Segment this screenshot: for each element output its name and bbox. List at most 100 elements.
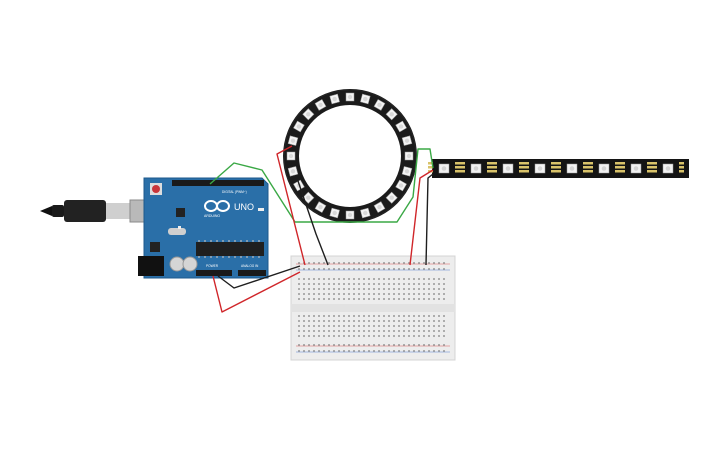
breadboard-hole[interactable] (398, 268, 400, 270)
wire-red-arduino-5v[interactable] (212, 271, 301, 313)
breadboard-hole[interactable] (408, 278, 410, 280)
breadboard-hole[interactable] (368, 335, 370, 337)
ring-led[interactable] (302, 191, 315, 204)
breadboard-hole[interactable] (328, 278, 330, 280)
breadboard-hole[interactable] (338, 315, 340, 317)
breadboard-hole[interactable] (338, 298, 340, 300)
arduino-uno-board[interactable]: UNO ARDUINO DIGITAL (PWM~) POWER ANALOG … (138, 177, 269, 279)
breadboard-hole[interactable] (383, 262, 385, 264)
breadboard-hole[interactable] (388, 320, 390, 322)
breadboard-hole[interactable] (428, 268, 430, 270)
breadboard-hole[interactable] (368, 350, 370, 352)
breadboard-hole[interactable] (303, 315, 305, 317)
breadboard-hole[interactable] (408, 325, 410, 327)
breadboard-hole[interactable] (378, 283, 380, 285)
breadboard-hole[interactable] (328, 335, 330, 337)
breadboard-hole[interactable] (443, 350, 445, 352)
breadboard-hole[interactable] (383, 350, 385, 352)
breadboard-hole[interactable] (303, 278, 305, 280)
breadboard-hole[interactable] (313, 350, 315, 352)
breadboard-hole[interactable] (413, 293, 415, 295)
breadboard-hole[interactable] (363, 315, 365, 317)
strip-led[interactable] (460, 162, 492, 174)
breadboard-hole[interactable] (323, 320, 325, 322)
breadboard-hole[interactable] (408, 335, 410, 337)
breadboard-hole[interactable] (318, 335, 320, 337)
breadboard-hole[interactable] (313, 288, 315, 290)
breadboard-hole[interactable] (393, 288, 395, 290)
breadboard-hole[interactable] (373, 283, 375, 285)
breadboard-hole[interactable] (308, 325, 310, 327)
strip-led[interactable] (556, 162, 588, 174)
breadboard-hole[interactable] (358, 262, 360, 264)
breadboard-hole[interactable] (328, 350, 330, 352)
breadboard-hole[interactable] (338, 293, 340, 295)
breadboard-hole[interactable] (353, 325, 355, 327)
breadboard-hole[interactable] (318, 325, 320, 327)
breadboard-hole[interactable] (398, 278, 400, 280)
breadboard-hole[interactable] (323, 315, 325, 317)
breadboard-hole[interactable] (388, 288, 390, 290)
breadboard-hole[interactable] (363, 278, 365, 280)
breadboard-hole[interactable] (428, 350, 430, 352)
usb-cable-icon[interactable] (40, 199, 161, 223)
breadboard-hole[interactable] (393, 350, 395, 352)
breadboard[interactable] (290, 255, 456, 361)
breadboard-hole[interactable] (403, 335, 405, 337)
wire-green-data[interactable] (209, 148, 434, 223)
breadboard-hole[interactable] (388, 293, 390, 295)
breadboard-hole[interactable] (373, 320, 375, 322)
breadboard-hole[interactable] (403, 288, 405, 290)
breadboard-hole[interactable] (393, 268, 395, 270)
breadboard-hole[interactable] (348, 325, 350, 327)
breadboard-hole[interactable] (413, 330, 415, 332)
breadboard-hole[interactable] (338, 262, 340, 264)
breadboard-hole[interactable] (348, 262, 350, 264)
breadboard-hole[interactable] (383, 293, 385, 295)
breadboard-hole[interactable] (298, 288, 300, 290)
breadboard-hole[interactable] (358, 293, 360, 295)
breadboard-hole[interactable] (438, 320, 440, 322)
breadboard-hole[interactable] (338, 325, 340, 327)
ring-led[interactable] (373, 201, 386, 213)
breadboard-hole[interactable] (363, 262, 365, 264)
breadboard-holes[interactable] (298, 262, 445, 352)
breadboard-hole[interactable] (393, 325, 395, 327)
breadboard-hole[interactable] (353, 320, 355, 322)
breadboard-hole[interactable] (333, 320, 335, 322)
breadboard-hole[interactable] (328, 325, 330, 327)
ring-led[interactable] (286, 151, 296, 161)
breadboard-hole[interactable] (413, 325, 415, 327)
breadboard-hole[interactable] (393, 283, 395, 285)
breadboard-hole[interactable] (313, 325, 315, 327)
breadboard-hole[interactable] (323, 344, 325, 346)
breadboard-hole[interactable] (413, 350, 415, 352)
breadboard-hole[interactable] (383, 330, 385, 332)
breadboard-hole[interactable] (348, 344, 350, 346)
breadboard-hole[interactable] (403, 330, 405, 332)
breadboard-hole[interactable] (403, 283, 405, 285)
breadboard-hole[interactable] (383, 288, 385, 290)
breadboard-hole[interactable] (358, 320, 360, 322)
breadboard-hole[interactable] (443, 335, 445, 337)
breadboard-hole[interactable] (413, 262, 415, 264)
breadboard-hole[interactable] (318, 293, 320, 295)
breadboard-hole[interactable] (368, 320, 370, 322)
wire-red-strip-vcc[interactable] (409, 169, 434, 266)
breadboard-hole[interactable] (318, 350, 320, 352)
breadboard-hole[interactable] (308, 268, 310, 270)
breadboard-hole[interactable] (438, 288, 440, 290)
breadboard-hole[interactable] (433, 325, 435, 327)
breadboard-hole[interactable] (368, 325, 370, 327)
breadboard-hole[interactable] (408, 344, 410, 346)
breadboard-hole[interactable] (423, 335, 425, 337)
breadboard-hole[interactable] (323, 298, 325, 300)
breadboard-hole[interactable] (388, 350, 390, 352)
breadboard-hole[interactable] (443, 298, 445, 300)
breadboard-hole[interactable] (303, 298, 305, 300)
breadboard-hole[interactable] (413, 278, 415, 280)
breadboard-hole[interactable] (378, 268, 380, 270)
breadboard-hole[interactable] (383, 320, 385, 322)
breadboard-hole[interactable] (413, 320, 415, 322)
breadboard-hole[interactable] (338, 283, 340, 285)
